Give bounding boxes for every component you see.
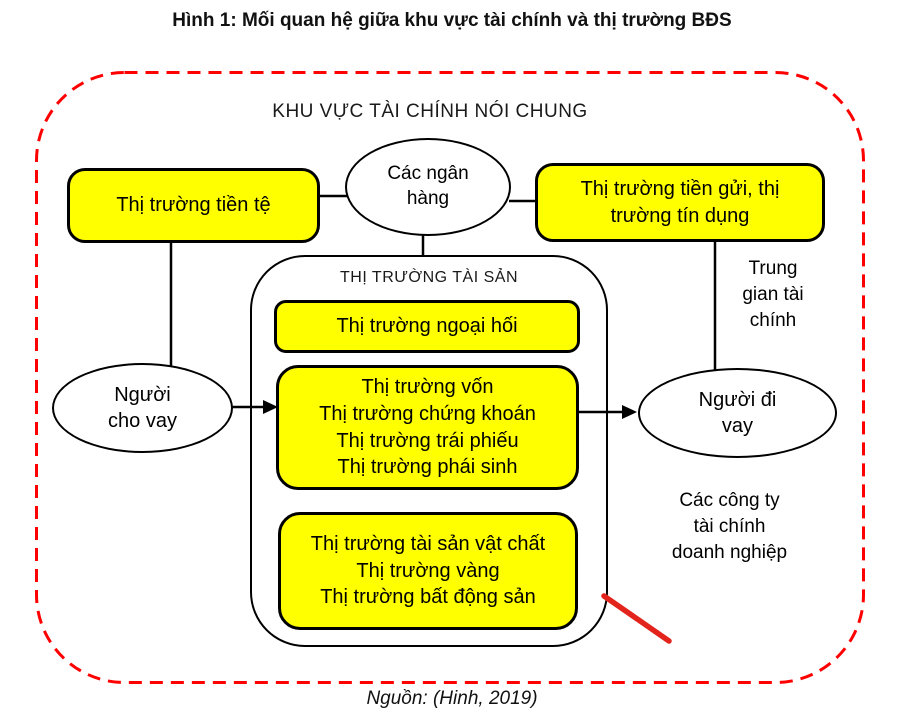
page-title: Hình 1: Mối quan hệ giữa khu vực tài chí… xyxy=(172,10,732,31)
finance-companies-label: Các công ty tài chính doanh nghiệp xyxy=(671,490,788,564)
asset-market-label: THỊ TRƯỜNG TÀI SẢN xyxy=(339,269,519,286)
deposit-credit-label: Thị trường tiền gửi, thị trường tín dụng xyxy=(580,177,780,227)
arrowhead-assets-borrower xyxy=(622,405,637,419)
financial-intermediary-label: Trung gian tài chính xyxy=(742,258,804,332)
forex-market-label: Thị trường ngoại hối xyxy=(336,315,518,338)
forex-market-box: Thị trường ngoại hối xyxy=(274,300,580,353)
red-marker-line xyxy=(601,593,672,644)
lender-ellipse: Người cho vay xyxy=(52,363,233,453)
banks-label: Các ngân hàng xyxy=(387,163,469,209)
capital-markets-label: Thị trường vốn Thị trường chứng khoán Th… xyxy=(319,376,536,479)
financial-sector-label: KHU VỰC TÀI CHÍNH NÓI CHUNG xyxy=(272,101,588,122)
borrower-ellipse: Người đi vay xyxy=(638,368,837,458)
money-market-label: Thị trường tiền tệ xyxy=(116,194,271,217)
physical-asset-markets-box: Thị trường tài sản vật chất Thị trường v… xyxy=(278,512,578,630)
money-market-box: Thị trường tiền tệ xyxy=(67,168,320,243)
banks-ellipse: Các ngân hàng xyxy=(345,138,511,236)
physical-asset-markets-label: Thị trường tài sản vật chất Thị trường v… xyxy=(310,533,546,609)
capital-markets-box: Thị trường vốn Thị trường chứng khoán Th… xyxy=(276,365,579,490)
source-caption: Nguồn: (Hinh, 2019) xyxy=(366,688,538,709)
asset-market-container: THỊ TRƯỜNG TÀI SẢN Thị trường ngoại hối … xyxy=(250,255,608,647)
deposit-credit-box: Thị trường tiền gửi, thị trường tín dụng xyxy=(535,163,825,242)
lender-label: Người cho vay xyxy=(108,384,177,432)
borrower-label: Người đi vay xyxy=(698,389,777,437)
